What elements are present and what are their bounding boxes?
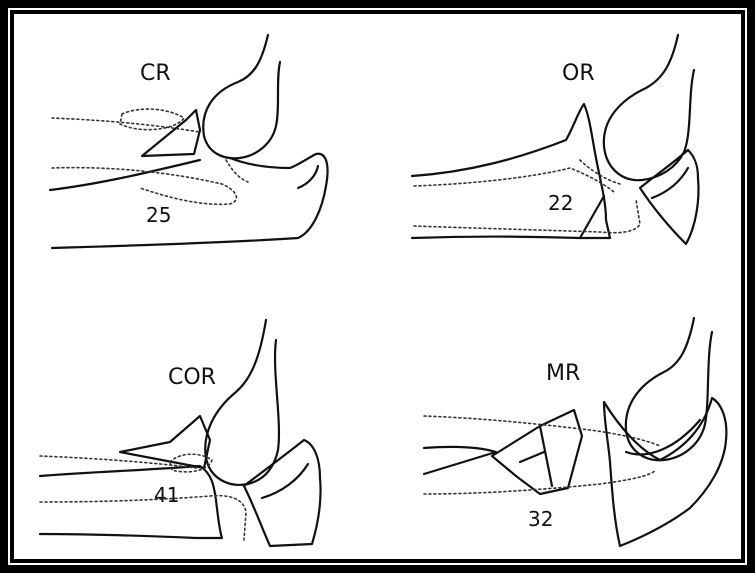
panel-label-or: OR: [562, 61, 595, 86]
olecranon-fragment: [244, 440, 321, 546]
radial-head-dotted: [120, 109, 184, 130]
comminuted-fragments: [492, 410, 582, 494]
humerus-outline: [203, 35, 280, 158]
radius-dotted: [424, 416, 660, 494]
humerus-outline: [205, 320, 279, 485]
panel-label-cr: CR: [140, 61, 171, 86]
panel-number-22: 22: [548, 191, 573, 215]
olecranon-inner: [652, 168, 688, 198]
panel-cor: COR 41: [40, 320, 321, 546]
coronoid-fragment: [142, 110, 200, 156]
olecranon-inner: [298, 166, 318, 188]
panel-number-32: 32: [528, 507, 553, 531]
olecranon-fragment: [640, 150, 699, 244]
panel-cr: CR 25: [50, 35, 328, 248]
panel-label-cor: COR: [168, 365, 216, 390]
coronoid-fragment: [120, 416, 210, 468]
panel-number-41: 41: [154, 483, 179, 507]
panel-number-25: 25: [146, 203, 171, 227]
ulna-proximal-outline: [604, 398, 726, 546]
panel-mr: MR 32: [424, 318, 726, 546]
radius-dotted: [52, 118, 236, 204]
panel-label-mr: MR: [546, 361, 580, 386]
humerus-outline: [604, 35, 694, 180]
panel-or: OR 22: [412, 35, 699, 244]
ulna-distal-outline: [424, 447, 496, 474]
ulna-shaft-outline: [412, 104, 610, 238]
